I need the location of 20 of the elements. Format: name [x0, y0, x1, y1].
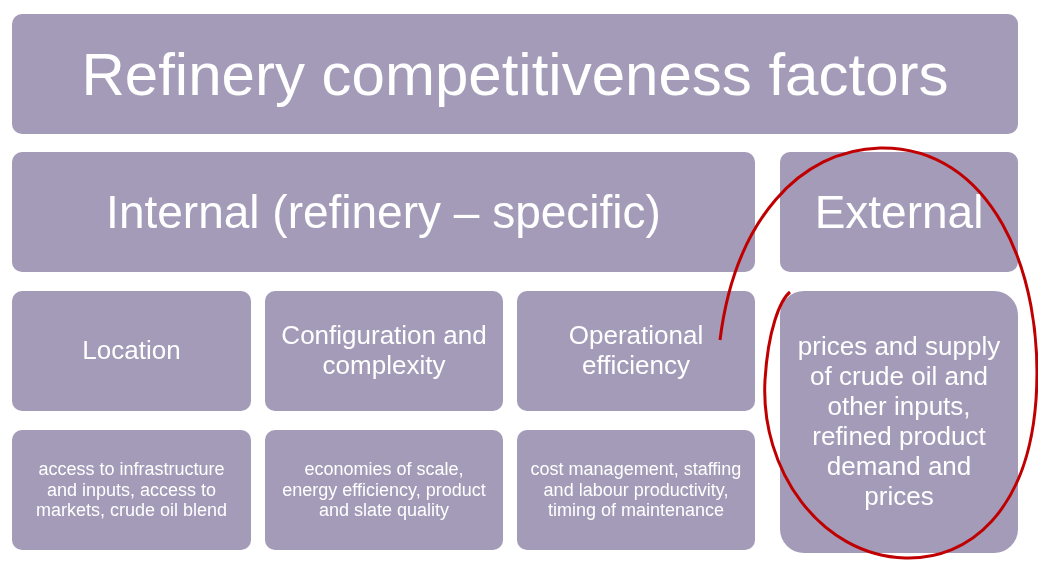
title-box — [12, 14, 1018, 134]
heading-box — [12, 152, 755, 272]
category-box — [12, 291, 251, 411]
detail-box — [517, 430, 755, 550]
detail-box — [12, 430, 251, 550]
description-text: access to infrastructure and inputs, access to markets, crude oil blend — [34, 458, 229, 522]
category-box — [265, 291, 503, 411]
category-box — [780, 291, 1018, 553]
label-text: Configuration and complexity — [280, 321, 488, 381]
label-text: External — [814, 185, 984, 239]
heading-box — [780, 152, 1018, 272]
title-text: Refinery competitiveness factors — [81, 39, 949, 109]
detail-box — [265, 430, 503, 550]
label-text: prices and supply of crude oil and other inputs, refined product demand and prices — [796, 332, 1002, 512]
label-text: Location — [82, 336, 181, 366]
description-text: economies of scale, energy efficiency, product and slate quality — [281, 458, 487, 522]
label-text: Operational efficiency — [567, 321, 705, 381]
category-box — [517, 291, 755, 411]
description-text: cost management, staffing and labour productivity, timing of maintenance — [529, 458, 743, 522]
label-text: Internal (refinery – specific) — [106, 185, 661, 239]
